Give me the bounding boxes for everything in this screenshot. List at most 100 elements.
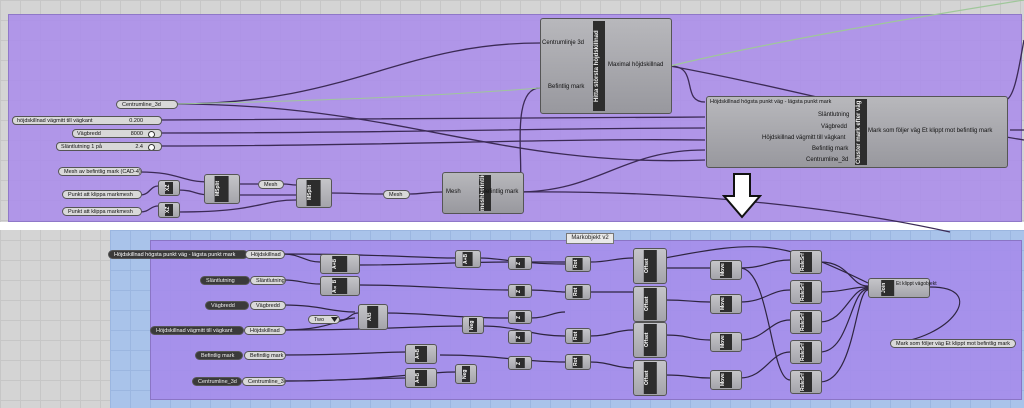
rotate-component-3[interactable]: Rot: [565, 328, 591, 344]
hitta-input-befintlig[interactable]: Befintlig mark: [548, 84, 585, 90]
move-component-2[interactable]: Move: [710, 294, 742, 314]
negative-2-core: Neg: [462, 366, 470, 382]
xz-plane-1[interactable]: XZ: [158, 180, 180, 196]
ruled-surface-1[interactable]: RuleSrf: [790, 250, 822, 274]
punkt-param-1[interactable]: Punkt att klippa markmesh: [62, 190, 142, 199]
msplit-component-2[interactable]: MSplit: [296, 178, 332, 208]
mesh-relay-1[interactable]: Mesh: [258, 180, 284, 189]
meshbefintligt-input[interactable]: Mesh: [446, 189, 461, 195]
bottom-input-panel-3[interactable]: Vägbredd: [205, 301, 249, 310]
final-output-panel[interactable]: Mark som följer väg Et klippt mot befint…: [890, 339, 1016, 348]
ruled-2-core: RuleSrf: [800, 282, 812, 302]
cluster-input-slantlutning[interactable]: Släntlutning: [818, 112, 850, 118]
offset-component-4[interactable]: Offset: [633, 360, 667, 396]
cluster-input-hojdskillnad-vagmitt[interactable]: Höjdskillnad vägmitt till vägkant: [762, 135, 846, 141]
ruled-3-core: RuleSrf: [800, 312, 812, 332]
rotate-component-4[interactable]: Rot: [565, 354, 591, 370]
offset-component-3[interactable]: Offset: [633, 322, 667, 358]
bottom-relay-6[interactable]: Centrumline_3d: [242, 377, 286, 386]
rotate-component-2[interactable]: Rot: [565, 284, 591, 300]
addition-component-2[interactable]: A×B: [320, 276, 360, 296]
move-3-core: Move: [720, 334, 732, 350]
offset-3-core: Offset: [643, 324, 657, 356]
msplit-component-1[interactable]: MSplit: [204, 174, 240, 204]
bottom-input-panel-1[interactable]: Höjdskillnad högsta punkt väg - lägsta p…: [108, 250, 248, 259]
cluster-input-hojdskillnad[interactable]: Höjdskillnad högsta punkt väg - lägsta p…: [710, 99, 832, 105]
slider-slantlutning-label: Släntlutning 1 på: [61, 144, 102, 150]
ruled-surface-5[interactable]: RuleSrf: [790, 370, 822, 394]
offset-2-core: Offset: [643, 288, 657, 320]
ruled-surface-4[interactable]: RuleSrf: [790, 340, 822, 364]
ruled-surface-3[interactable]: RuleSrf: [790, 310, 822, 334]
meshbefintligt-component[interactable]: meshbefintligt: [442, 172, 524, 214]
addition-4-core: A+B: [415, 370, 427, 386]
slider-vagbredd[interactable]: Vägbredd 8000: [72, 129, 162, 138]
division-component[interactable]: A/B: [358, 304, 388, 330]
addition-component-1[interactable]: A+B: [320, 254, 360, 274]
unit-z-2[interactable]: Z: [508, 284, 532, 298]
bottom-relay-1[interactable]: Höjdskillnad: [245, 250, 285, 259]
cluster-input-centrumline[interactable]: Centrumline_3d: [806, 157, 849, 163]
division-core: A/B: [367, 306, 379, 328]
msplit-2-core: MSplit: [307, 180, 321, 206]
addition-component-5[interactable]: A+B: [455, 250, 481, 268]
down-arrow-icon: [722, 173, 762, 219]
rotate-component-1[interactable]: Rot: [565, 256, 591, 272]
bottom-relay-2[interactable]: Släntlutning: [250, 276, 286, 285]
centrumline-param[interactable]: Centrumline_3d: [116, 100, 178, 109]
ruled-surface-2[interactable]: RuleSrf: [790, 280, 822, 304]
ruled-5-core: RuleSrf: [800, 372, 812, 392]
punkt-param-2[interactable]: Punkt att klippa markmesh: [62, 207, 142, 216]
join-core: Join: [881, 280, 895, 296]
mesh-param-befintlig[interactable]: Mesh av befintlig mark (CAD-4): [58, 167, 142, 176]
xz-plane-2[interactable]: XZ: [158, 202, 180, 218]
hitta-input-centrumlinje[interactable]: Centrumlinje 3d: [542, 40, 585, 46]
unit-z-5[interactable]: Z: [508, 356, 532, 370]
unit-z-4[interactable]: Z: [508, 330, 532, 344]
addition-component-3[interactable]: A+B: [405, 344, 437, 364]
move-component-3[interactable]: Move: [710, 332, 742, 352]
bottom-input-panel-5[interactable]: Befintlig mark: [195, 351, 243, 360]
offset-4-core: Offset: [643, 362, 657, 394]
bottom-input-panel-4[interactable]: Höjdskillnad vägmitt till vägkant: [150, 326, 244, 335]
mesh-relay-2[interactable]: Mesh: [383, 190, 410, 199]
bottom-relay-3[interactable]: Vägbredd: [250, 301, 286, 310]
unit-z-3[interactable]: Z: [508, 310, 532, 324]
msplit-1-core: MSplit: [215, 176, 229, 202]
move-component-1[interactable]: Move: [710, 260, 742, 280]
slider-slantlutning-knob[interactable]: [148, 144, 155, 150]
offset-component-1[interactable]: Offset: [633, 248, 667, 284]
negative-component-1[interactable]: Neg: [462, 316, 484, 334]
join-output-label[interactable]: Et klippt vägobjekt: [896, 281, 937, 287]
addition-2-core: A×B: [332, 278, 348, 294]
slider-hojdskillnad[interactable]: höjdskillnad vägmitt till vägkant 0.200: [12, 116, 162, 125]
bottom-input-panel-6[interactable]: Centrumline_3d: [192, 377, 242, 386]
cluster-output-mark[interactable]: Mark som följer väg Et klippt mot befint…: [868, 128, 993, 134]
unit-z-5-core: Z: [515, 358, 525, 368]
offset-component-2[interactable]: Offset: [633, 286, 667, 322]
negative-component-2[interactable]: Neg: [455, 364, 477, 384]
cluster-input-befintlig[interactable]: Befintlig mark: [812, 146, 849, 152]
cluster-mark-efter-vag-component[interactable]: Cluster mark efter väg: [706, 96, 1008, 168]
bottom-input-panel-2[interactable]: Släntlutning: [200, 276, 250, 285]
two-value-panel[interactable]: Two: [308, 315, 340, 324]
hitta-hojdskillnad-component[interactable]: Hitta största höjdskillnad: [540, 18, 672, 114]
cluster-core-label: Cluster mark efter väg: [855, 99, 867, 165]
bottom-relay-5[interactable]: Befintlig mark: [244, 351, 286, 360]
join-component[interactable]: Join: [868, 278, 930, 298]
addition-component-4[interactable]: A+B: [405, 368, 437, 388]
bottom-relay-4[interactable]: Höjdskillnad: [244, 326, 286, 335]
canvas-divider: [0, 222, 1024, 230]
hitta-output-maximal[interactable]: Maximal höjdskillnad: [608, 62, 664, 68]
slider-vagbredd-label: Vägbredd: [77, 131, 101, 137]
addition-3-core: A+B: [415, 346, 427, 362]
unit-z-4-core: Z: [515, 332, 525, 342]
move-component-4[interactable]: Move: [710, 370, 742, 390]
meshbefintligt-output[interactable]: Befintlig mark: [482, 189, 519, 195]
unit-z-1[interactable]: Z: [508, 256, 532, 270]
cluster-input-vagbredd[interactable]: Vägbredd: [821, 124, 848, 130]
slider-slantlutning[interactable]: Släntlutning 1 på 2.4: [56, 142, 162, 151]
slider-vagbredd-knob[interactable]: [148, 131, 155, 137]
addition-1-core: A+B: [332, 256, 348, 272]
